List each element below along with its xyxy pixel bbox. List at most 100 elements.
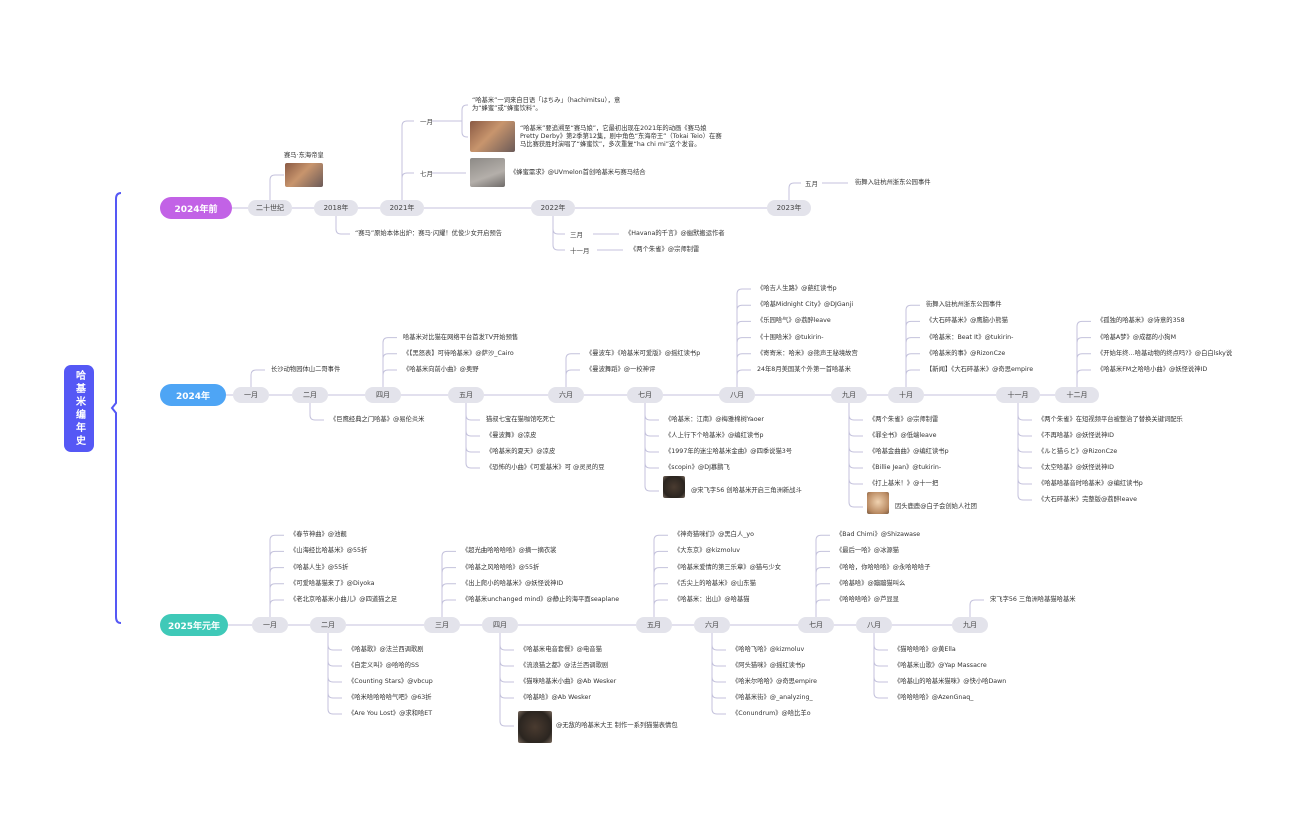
timeline-entry[interactable]: 《哈米哈哈哈哈气吧》@63折 xyxy=(348,694,432,701)
month-node[interactable]: 九月 xyxy=(831,387,867,403)
timeline-entry[interactable]: 《山海经比哈基米》@55折 xyxy=(290,547,368,555)
timeline-entry[interactable]: 《大石碎基米》完整版@荔醉leave xyxy=(1038,496,1137,503)
month-node[interactable]: 十二月 xyxy=(1055,387,1099,403)
timeline-entry[interactable]: 《Counting Stars》@vbcup xyxy=(348,678,433,685)
sub-month-label[interactable]: 一月 xyxy=(420,118,433,126)
timeline-entry[interactable]: 《孤独的哈基米》@诗意的358 xyxy=(1097,317,1185,325)
timeline-entry[interactable]: 《出上爬小的哈基米》@妖怪说神ID xyxy=(462,579,564,587)
timeline-entry[interactable]: 《哈米尔哈哈》@奇思empire xyxy=(732,678,818,685)
timeline-entry[interactable]: 《两个朱雀》@宗师制雷 xyxy=(869,416,939,423)
month-node[interactable]: 2022年 xyxy=(531,200,575,216)
month-node[interactable]: 一月 xyxy=(252,617,288,633)
timeline-entry[interactable]: 因头鹿鹿@白子会创始人社团 xyxy=(895,503,977,510)
timeline-entry[interactable]: 《哈基米爱情的第三乐章》@猫与少女 xyxy=(674,563,782,571)
timeline-entry[interactable]: 长沙动物园体山二哥事件 xyxy=(271,366,341,373)
timeline-entry[interactable]: 《哈基米：江南》@梅雅棉树Yaoer xyxy=(665,416,765,423)
month-node[interactable]: 四月 xyxy=(482,617,518,633)
month-node[interactable]: 二月 xyxy=(292,387,328,403)
sub-month-label[interactable]: 五月 xyxy=(805,180,818,188)
timeline-entry[interactable]: 《哈基哈基音时哈基米》@编红读书p xyxy=(1038,480,1143,487)
timeline-entry[interactable]: 《哈哈哈哈》@AzenGnaq_ xyxy=(894,694,974,701)
sub-month-label[interactable]: 十一月 xyxy=(570,247,590,255)
timeline-entry[interactable]: 《舌尖上的哈基米》@山东猫 xyxy=(674,579,756,587)
timeline-entry[interactable]: 《曼波舞蹈》@一校神评 xyxy=(586,366,656,373)
timeline-entry[interactable]: 《开始年终…哈基动物的终点吗?》@白白lsky说 xyxy=(1097,349,1233,357)
timeline-entry[interactable]: 《最后一哈》@冰源猫 xyxy=(836,547,899,555)
timeline-entry[interactable]: 《哈基米向前小曲》@奥野 xyxy=(403,366,479,373)
thumbnail-image[interactable] xyxy=(518,711,552,743)
timeline-entry[interactable]: 《哈基米的夏天》@凉皮 xyxy=(486,448,556,455)
timeline-entry[interactable]: 《哈基米山歌》@Yap Massacre xyxy=(894,662,987,669)
month-node[interactable]: 2023年 xyxy=(767,200,811,216)
timeline-entry[interactable]: 《巨鹰经典之门哈基》@易伦炎米 xyxy=(330,416,425,423)
timeline-entry[interactable]: 《蜂蜜需求》@UVmelon首创哈基米与赛马结合 xyxy=(510,169,646,176)
timeline-entry[interactable]: 《Billie Jean》@tukirin- xyxy=(869,464,942,471)
timeline-entry[interactable]: 《哈基金曲曲》@编红读书p xyxy=(869,448,949,455)
timeline-entry[interactable]: 《Are You Lost》@求和哈ET xyxy=(348,710,433,717)
timeline-entry[interactable]: 《哈基米：Beat It》@tukirin- xyxy=(926,333,1014,341)
thumbnail-image[interactable] xyxy=(470,121,515,152)
timeline-entry[interactable]: 《可爱哈基猫来了》@Diyoka xyxy=(290,579,375,587)
timeline-entry[interactable]: 24年8月美国某个外第一首哈基米 xyxy=(757,366,851,373)
timeline-entry[interactable]: 《猫咪哈基米小曲》@Ab Wesker xyxy=(520,678,617,685)
timeline-entry[interactable]: 《ルと猫らと》@RizonCze xyxy=(1038,448,1118,455)
timeline-entry[interactable]: 《流浪猫之都》@法兰西调歌剧 xyxy=(520,662,609,669)
timeline-entry[interactable]: 《人上行下个哈基米》@编红读书p xyxy=(665,432,764,439)
timeline-entry[interactable]: 《哈基A梦》@成都的小狗M xyxy=(1097,333,1177,341)
timeline-entry[interactable]: 《老北京哈基米小曲儿》@四道猫之足 xyxy=(290,596,398,603)
timeline-entry[interactable]: 《两个朱雀》@宗师制雷 xyxy=(630,246,700,253)
timeline-entry[interactable]: 《打上基米！》@十一把 xyxy=(869,480,939,487)
month-node[interactable]: 2021年 xyxy=(380,200,424,216)
timeline-entry[interactable]: 《哈哈，你哈哈哈》@永哈哈哈子 xyxy=(836,563,931,571)
thumbnail-image[interactable] xyxy=(470,158,505,187)
timeline-entry[interactable]: 《恐怖的小曲》《可爱基米》可 @灵灵的豆 xyxy=(486,464,605,471)
month-node[interactable]: 六月 xyxy=(548,387,584,403)
timeline-entry[interactable]: 街舞入驻杭州浙东公园事件 xyxy=(926,301,1002,309)
timeline-entry[interactable]: 《【黑怒表】可待哈基米》@萨沙_Cairo xyxy=(403,349,514,357)
month-node[interactable]: 三月 xyxy=(424,617,460,633)
timeline-entry[interactable]: 宋飞字56 三角洲哈基猫哈基米 xyxy=(990,596,1076,603)
timeline-entry[interactable]: 《哈基Midnight City》@DJGanji xyxy=(757,301,854,309)
month-node[interactable]: 十一月 xyxy=(996,387,1040,403)
timeline-entry[interactable]: 《乐园哈气》@荔醉leave xyxy=(757,317,831,325)
month-node[interactable]: 五月 xyxy=(448,387,484,403)
timeline-entry[interactable]: 《Havana的千言》@幽默搬运作者 xyxy=(625,230,725,237)
month-node[interactable]: 八月 xyxy=(856,617,892,633)
section-root-node[interactable]: 2024年前 xyxy=(160,197,232,219)
timeline-entry[interactable]: 《哈基哈》@Ab Wesker xyxy=(520,694,591,701)
timeline-entry[interactable]: 《自定义叫》@哈哈的SS xyxy=(348,662,419,669)
timeline-entry[interactable]: 《1997年的迷尘哈基米金曲》@四季说猫3号 xyxy=(665,448,793,455)
timeline-entry[interactable]: 《哈基米的事》@RizonCze xyxy=(926,349,1006,357)
month-node[interactable]: 六月 xyxy=(694,617,730,633)
month-node[interactable]: 二十世纪 xyxy=(248,200,292,216)
month-node[interactable]: 七月 xyxy=(798,617,834,633)
sub-month-label[interactable]: 七月 xyxy=(420,170,433,178)
timeline-entry[interactable]: 《哈哈哈哈》@芦显显 xyxy=(836,596,899,603)
month-node[interactable]: 十月 xyxy=(888,387,924,403)
timeline-entry[interactable]: 《哈哈飞哈》@kizmoluv xyxy=(732,646,805,653)
timeline-entry[interactable]: 《寄寄米：哈米》@熊声王秘境故宫 xyxy=(757,349,858,357)
timeline-entry[interactable]: 《罪全书》@低端leave xyxy=(869,432,937,439)
thumbnail-image[interactable] xyxy=(285,163,323,187)
timeline-entry[interactable]: 《哈基米FM之哈哈小曲》@妖怪说神ID xyxy=(1097,366,1208,373)
month-node[interactable]: 九月 xyxy=(952,617,988,633)
timeline-entry[interactable]: 《大东京》@kizmoluv xyxy=(674,547,740,555)
section-root-node[interactable]: 2024年 xyxy=(160,384,226,406)
month-node[interactable]: 2018年 xyxy=(314,200,358,216)
timeline-entry[interactable]: 《春节神曲》@池靓 xyxy=(290,531,347,539)
timeline-entry[interactable]: 《阿头猫咪》@摇红读书p xyxy=(732,662,806,669)
timeline-entry[interactable]: 《哈基米：出山》@哈基猫 xyxy=(674,596,750,603)
timeline-entry[interactable]: 《猫哈哈哈》@黄Ella xyxy=(894,646,956,653)
mindmap-title[interactable]: 哈基米编年史 xyxy=(64,365,94,452)
timeline-entry[interactable]: 《哈基哈》@蹦蹦猫叫么 xyxy=(836,579,906,587)
timeline-entry[interactable]: 猫叔七宝在猫咖馆吃死亡 xyxy=(486,416,556,423)
timeline-entry[interactable]: “哈基米”要追溯至“赛马娘”，它最初出现在2021年的动画《赛马娘 Pretty… xyxy=(520,125,722,148)
timeline-entry[interactable]: 《Bad Chimi》@Shizawase xyxy=(836,531,921,539)
timeline-entry[interactable]: 《不再哈基》@妖怪说神ID xyxy=(1038,432,1114,439)
thumbnail-image[interactable] xyxy=(663,476,685,498)
month-node[interactable]: 二月 xyxy=(310,617,346,633)
month-node[interactable]: 五月 xyxy=(636,617,672,633)
timeline-entry[interactable]: “赛马”原始本体出炉：赛马·闪耀！优俊少女开启预告 xyxy=(355,230,503,237)
timeline-entry[interactable]: 《Conundrum》@哈比羊o xyxy=(732,710,811,717)
month-node[interactable]: 一月 xyxy=(233,387,269,403)
